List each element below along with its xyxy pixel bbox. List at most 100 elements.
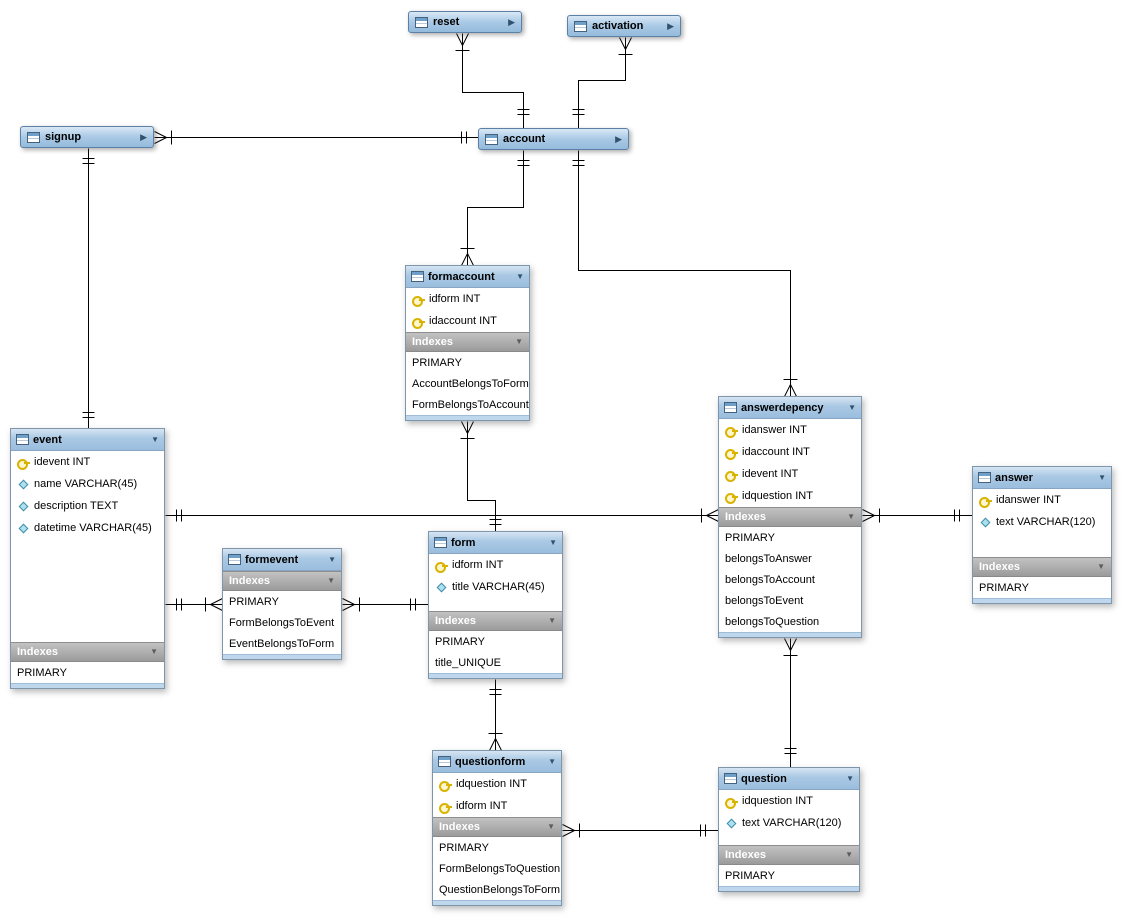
relationship-account-formaccount [460,150,530,266]
table-formevent[interactable]: formevent ▼ Indexes ▼ PRIMARY FormBelong… [222,548,342,660]
indexes-section-header[interactable]: Indexes ▼ [973,557,1111,577]
table-header[interactable]: answerdepency ▼ [719,397,861,419]
table-title: signup [45,131,82,143]
table-header[interactable]: formaccount ▼ [406,266,529,288]
index-row: FormBelongsToQuestion [433,858,561,879]
index-row: PRIMARY [429,631,562,652]
column-label: description TEXT [34,500,119,512]
indexes-section-header[interactable]: Indexes ▼ [223,571,341,591]
index-row: PRIMARY [11,662,164,683]
column-row: idevent INT [719,463,861,485]
table-title: reset [433,16,460,28]
collapsed-table-signup[interactable]: signup ▶ [20,126,154,148]
chevron-down-icon[interactable]: ▼ [328,554,336,564]
relationship-event-answerdepency [165,508,719,523]
index-label: PRIMARY [412,356,462,369]
table-body-spacer [11,539,164,642]
index-label: AccountBelongsToForm [412,377,529,390]
chevron-down-icon[interactable]: ▼ [151,434,159,444]
collapsed-table-activation[interactable]: activation ▶ [567,15,681,37]
table-title: activation [592,20,644,32]
table-answer[interactable]: answer ▼ idanswer INT text VARCHAR(120) … [972,466,1112,604]
primary-key-icon [433,559,449,573]
relationship-answerdepency-question [783,638,798,768]
index-row: EventBelongsToForm [223,633,341,654]
table-header[interactable]: event ▼ [11,429,164,451]
table-title: questionform [455,755,526,768]
table-header[interactable]: formevent ▼ [223,549,341,571]
table-title: form [451,536,476,549]
indexes-section-header[interactable]: Indexes ▼ [429,611,562,631]
primary-key-icon [977,494,993,508]
table-answerdepency[interactable]: answerdepency ▼ idanswer INT idaccount I… [718,396,862,638]
column-label: idevent INT [34,456,91,468]
chevron-down-icon[interactable]: ▼ [327,576,335,585]
chevron-down-icon[interactable]: ▼ [547,822,555,831]
indexes-section-header[interactable]: Indexes ▼ [406,332,529,352]
relationship-reset-account [455,33,530,129]
column-row: datetime VARCHAR(45) [11,517,164,539]
table-header[interactable]: question ▼ [719,768,859,790]
table-icon [485,133,498,145]
table-footer [11,683,164,688]
chevron-down-icon[interactable]: ▼ [516,271,524,281]
index-row: AccountBelongsToForm [406,373,529,394]
table-icon [724,402,737,413]
expand-arrow-icon[interactable]: ▶ [140,131,147,142]
indexes-section-header[interactable]: Indexes ▼ [719,845,859,865]
chevron-down-icon[interactable]: ▼ [150,647,158,656]
chevron-down-icon[interactable]: ▼ [548,616,556,625]
table-title: formaccount [428,270,495,283]
relationship-signup-event [82,148,95,429]
indexes-section-header[interactable]: Indexes ▼ [11,642,164,662]
column-label: title VARCHAR(45) [452,581,545,593]
index-row: PRIMARY [433,837,561,858]
chevron-down-icon[interactable]: ▼ [848,402,856,412]
chevron-down-icon[interactable]: ▼ [548,756,556,766]
table-event[interactable]: event ▼ idevent INT name VARCHAR(45) des… [10,428,165,689]
index-row: belongsToEvent [719,590,861,611]
indexes-section-header[interactable]: Indexes ▼ [433,817,561,837]
collapsed-table-reset[interactable]: reset ▶ [408,11,522,33]
column-icon [433,582,449,592]
index-label: belongsToAnswer [725,552,812,565]
chevron-down-icon[interactable]: ▼ [1097,562,1105,571]
table-title: formevent [245,553,299,566]
chevron-down-icon[interactable]: ▼ [515,337,523,346]
table-questionform[interactable]: questionform ▼ idquestion INT idform INT… [432,750,562,906]
chevron-down-icon[interactable]: ▼ [847,512,855,521]
table-icon [228,554,241,565]
indexes-label: Indexes [435,615,476,627]
expand-arrow-icon[interactable]: ▶ [615,133,622,144]
column-row: title VARCHAR(45) [429,576,562,598]
index-label: PRIMARY [435,635,485,648]
expand-arrow-icon[interactable]: ▶ [667,20,674,31]
table-icon [434,537,447,548]
table-question[interactable]: question ▼ idquestion INT text VARCHAR(1… [718,767,860,892]
indexes-label: Indexes [17,646,58,658]
relationship-activation-account [572,37,633,129]
primary-key-icon [723,795,739,809]
collapsed-table-account[interactable]: account ▶ [478,128,629,150]
column-label: idform INT [452,559,504,571]
column-row: idform INT [433,795,561,817]
column-row: idaccount INT [406,310,529,332]
indexes-section-header[interactable]: Indexes ▼ [719,507,861,527]
index-label: PRIMARY [229,595,279,608]
chevron-down-icon[interactable]: ▼ [845,850,853,859]
table-header[interactable]: form ▼ [429,532,562,554]
table-header[interactable]: questionform ▼ [433,751,561,773]
table-form[interactable]: form ▼ idform INT title VARCHAR(45) Inde… [428,531,563,679]
chevron-down-icon[interactable]: ▼ [1098,472,1106,482]
column-label: idaccount INT [742,446,810,458]
table-header[interactable]: answer ▼ [973,467,1111,489]
table-footer [223,654,341,659]
primary-key-icon [410,315,426,329]
index-row: FormBelongsToAccount [406,394,529,415]
chevron-down-icon[interactable]: ▼ [549,537,557,547]
expand-arrow-icon[interactable]: ▶ [508,16,515,27]
primary-key-icon [437,778,453,792]
table-formaccount[interactable]: formaccount ▼ idform INT idaccount INT I… [405,265,530,421]
index-row: PRIMARY [406,352,529,373]
chevron-down-icon[interactable]: ▼ [846,773,854,783]
